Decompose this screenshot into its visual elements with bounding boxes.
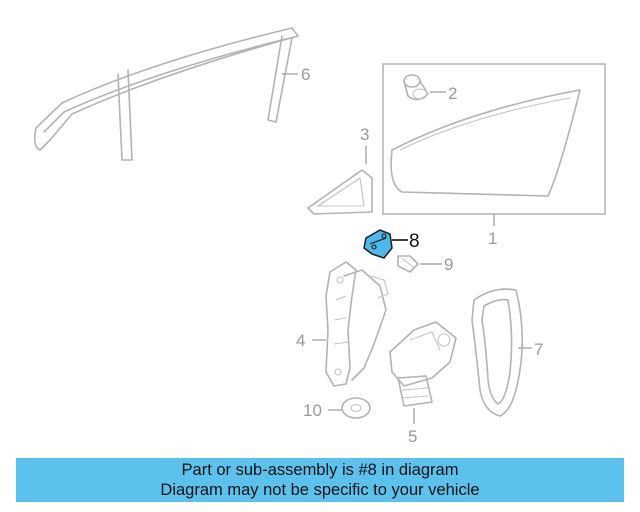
part-2-bushing: [403, 74, 446, 101]
callout-8: 8: [409, 231, 420, 252]
part-3-quarter-glass: [307, 146, 373, 215]
callout-4: 4: [296, 331, 305, 350]
callout-9: 9: [444, 255, 453, 274]
part-1-door-glass: [382, 63, 606, 226]
parts-diagram: 6 1 2 3 8 9: [33, 27, 606, 446]
callout-5: 5: [408, 427, 417, 446]
callout-7: 7: [534, 340, 543, 359]
part-10-grommet: [328, 397, 371, 419]
part-8-bracket: [363, 229, 408, 259]
banner-line-disclaimer: Diagram may not be specific to your vehi…: [160, 481, 480, 499]
part-4-regulator: [312, 261, 389, 387]
part-5-motor: [389, 321, 457, 424]
info-banner: Part or sub-assembly is #8 in diagram Di…: [16, 458, 624, 502]
part-9-clip: [397, 255, 442, 273]
callout-1: 1: [488, 229, 497, 248]
callout-6: 6: [301, 65, 310, 84]
part-6-window-frame: [33, 27, 299, 161]
callout-3: 3: [360, 125, 369, 144]
part-7-seal: [471, 288, 532, 417]
callout-2: 2: [448, 84, 457, 103]
callout-10: 10: [303, 401, 322, 420]
banner-line-part: Part or sub-assembly is #8 in diagram: [181, 461, 459, 479]
